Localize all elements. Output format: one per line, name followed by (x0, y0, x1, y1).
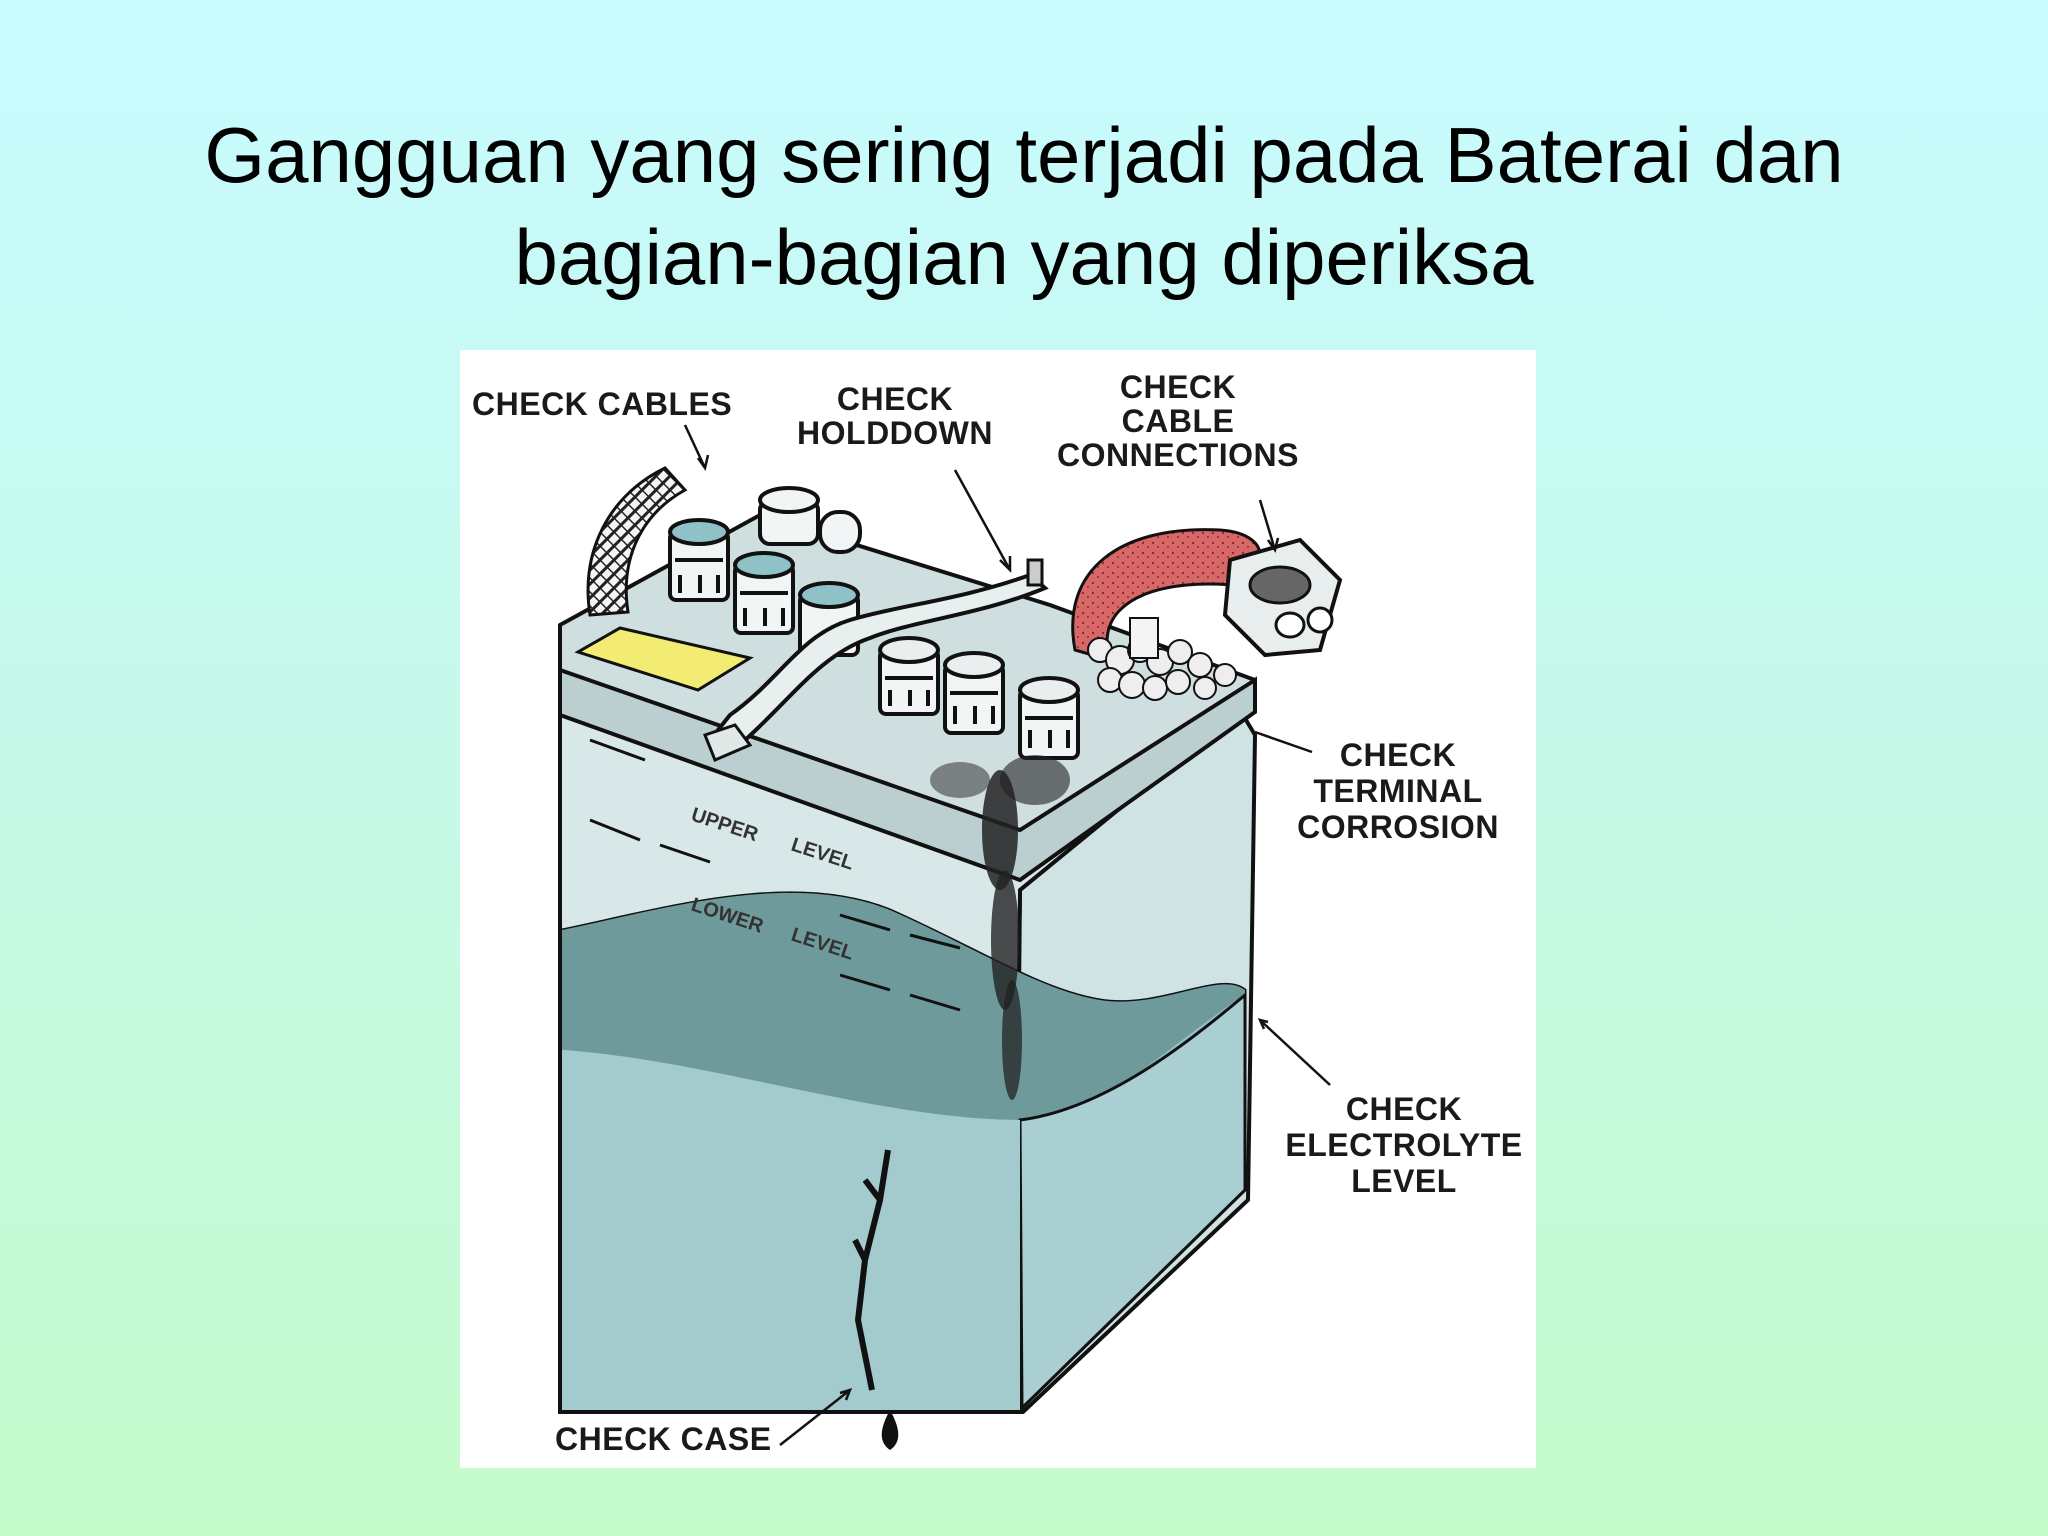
electrolyte-surface (562, 892, 1245, 1120)
label-check-holddown-line1: CHECK (837, 381, 953, 417)
slide-title-line-1: Gangguan yang sering terjadi pada Batera… (204, 111, 1844, 199)
electrolyte-drip (881, 1410, 899, 1450)
label-check-terminal-corrosion-line3: CORROSION (1297, 809, 1499, 845)
label-check-terminal-corrosion-line1: CHECK (1340, 737, 1456, 773)
vent-caps (668, 486, 1080, 760)
case-lid-front (558, 667, 1257, 883)
holddown-bolt (1026, 558, 1044, 587)
electrolyte-front-lower (562, 1050, 1020, 1410)
battery-illustration: UPPER LEVEL LOWER LEVEL (472, 369, 1522, 1457)
label-check-electrolyte-level-line1: CHECK (1346, 1091, 1462, 1127)
label-check-electrolyte-level-line2: ELECTROLYTE (1285, 1127, 1522, 1163)
label-check-terminal-corrosion-line2: TERMINAL (1313, 773, 1482, 809)
level-lines (589, 738, 961, 1012)
label-check-electrolyte-level-line3: LEVEL (1351, 1163, 1457, 1199)
corrosion-spray (930, 755, 1070, 1100)
electrolyte-right (1018, 991, 1247, 1412)
left-cable (586, 466, 688, 617)
terminal-corrosion (1087, 617, 1237, 701)
case-crack (852, 1149, 891, 1391)
battery-label-plate (574, 626, 754, 692)
cable-clamp (1222, 537, 1343, 658)
label-check-case: CHECK CASE (555, 1421, 772, 1457)
battery-diagram: UPPER LEVEL LOWER LEVEL (460, 350, 1536, 1468)
label-check-cables: CHECK CABLES (472, 386, 732, 422)
label-check-holddown-line2: HOLDDOWN (797, 415, 993, 451)
label-check-cable-connections-line2: CABLE (1122, 403, 1235, 439)
leader-lines (683, 424, 1331, 1446)
label-check-cable-connections-line1: CHECK (1120, 369, 1236, 405)
slide-title: Gangguan yang sering terjadi pada Batera… (0, 104, 2048, 308)
label-check-cable-connections-line3: CONNECTIONS (1057, 437, 1299, 473)
slide-title-line-2: bagian-bagian yang diperiksa (514, 213, 1534, 301)
holddown-hook (703, 723, 753, 762)
